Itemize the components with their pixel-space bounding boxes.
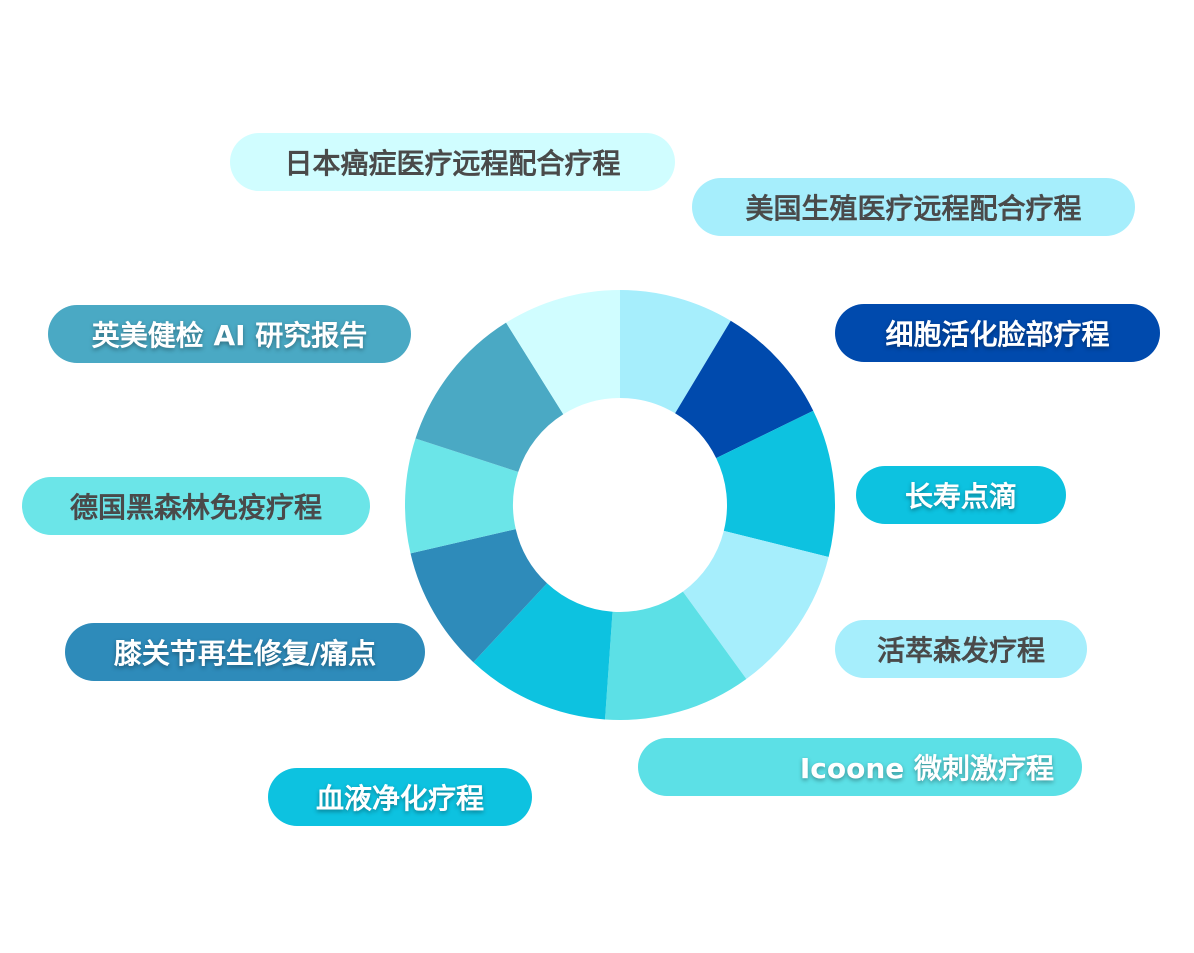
donut-segment-7 bbox=[405, 438, 519, 554]
label-knee: 膝关节再生修复/痛点 bbox=[65, 623, 425, 681]
label-hair: 活萃森发疗程 bbox=[835, 620, 1087, 678]
label-blood-purification: 血液净化疗程 bbox=[268, 768, 532, 826]
label-black-forest: 德国黑森林免疫疗程 bbox=[22, 477, 370, 535]
donut-segment-8 bbox=[415, 322, 564, 472]
donut-segment-5 bbox=[473, 583, 613, 720]
donut-segment-0 bbox=[620, 290, 731, 414]
label-japan-cancer: 日本癌症医疗远程配合疗程 bbox=[230, 133, 675, 191]
label-longevity-drip: 长寿点滴 bbox=[856, 466, 1066, 524]
label-ai-report: 英美健检 AI 研究报告 bbox=[48, 305, 411, 363]
label-cell-facial: 细胞活化脸部疗程 bbox=[835, 304, 1160, 362]
donut-segment-6 bbox=[410, 529, 548, 663]
label-icoone: Icoone 微刺激疗程 bbox=[638, 738, 1082, 796]
donut-segment-4 bbox=[605, 591, 747, 720]
label-us-fertility: 美国生殖医疗远程配合疗程 bbox=[692, 178, 1135, 236]
donut-segment-2 bbox=[716, 410, 835, 558]
donut-segment-1 bbox=[675, 320, 814, 459]
donut-segment-9 bbox=[506, 290, 620, 415]
donut-segment-3 bbox=[682, 530, 829, 679]
